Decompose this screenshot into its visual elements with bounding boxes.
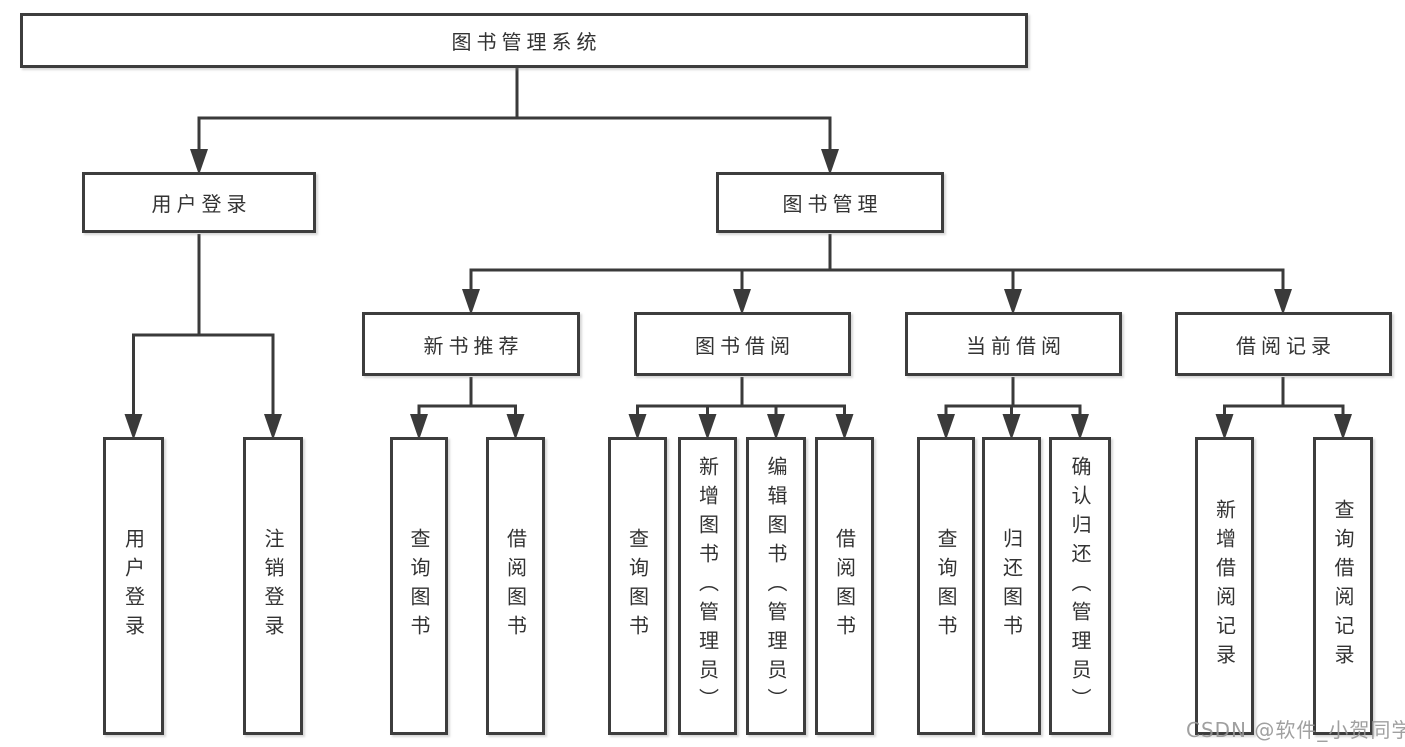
node-label: 查询图书 (934, 528, 958, 644)
node-label: 借阅图书 (832, 528, 857, 644)
node-return-books: 归还图书 (982, 437, 1041, 735)
node-label: 图书管理系统 (451, 30, 602, 54)
node-edit-book-admin: 编辑图书（管理员） (746, 437, 806, 735)
node-add-borrow-record: 新增借阅记录 (1195, 437, 1254, 735)
node-query-books-2: 查询图书 (608, 437, 667, 735)
node-add-book-admin: 新增图书（管理员） (678, 437, 737, 735)
node-borrow-books-2: 借阅图书 (815, 437, 874, 735)
node-query-books-3: 查询图书 (917, 437, 975, 735)
node-label: 用户登录 (151, 192, 252, 216)
node-label: 借阅记录 (1236, 333, 1336, 358)
node-label: 确认归还（管理员） (1068, 455, 1092, 717)
node-book-borrowing: 图书借阅 (634, 312, 851, 376)
node-label: 用户登录 (121, 528, 146, 644)
node-label: 新增图书（管理员） (695, 455, 720, 717)
node-label: 编辑图书（管理员） (764, 455, 788, 717)
node-query-books-1: 查询图书 (390, 437, 448, 735)
node-label: 当前借阅 (966, 333, 1066, 358)
node-user-login-leaf: 用户登录 (103, 437, 164, 735)
node-library-management-system: 图书管理系统 (20, 13, 1028, 68)
node-current-borrowing: 当前借阅 (905, 312, 1122, 376)
node-label: 查询图书 (625, 528, 650, 644)
node-label: 注销登录 (261, 528, 285, 644)
node-label: 图书管理 (782, 192, 883, 216)
node-label: 查询图书 (407, 528, 431, 644)
node-confirm-return-admin: 确认归还（管理员） (1049, 437, 1111, 735)
node-label: 归还图书 (999, 528, 1024, 644)
arrowheads (124, 149, 1352, 440)
node-user-login: 用户登录 (82, 172, 316, 233)
node-label: 查询借阅记录 (1331, 499, 1355, 673)
node-label: 新书推荐 (423, 333, 524, 358)
node-logout: 注销登录 (243, 437, 303, 735)
node-label: 新增借阅记录 (1212, 499, 1237, 673)
node-query-borrow-record: 查询借阅记录 (1313, 437, 1373, 735)
node-borrow-books-1: 借阅图书 (486, 437, 545, 735)
node-label: 图书借阅 (695, 333, 795, 358)
node-label: 借阅图书 (503, 528, 528, 644)
node-book-management: 图书管理 (716, 172, 944, 233)
csdn-watermark: CSDN @软件_小贺同学 (1186, 718, 1405, 742)
node-borrowing-records: 借阅记录 (1175, 312, 1392, 376)
node-new-book-recommendation: 新书推荐 (362, 312, 580, 376)
